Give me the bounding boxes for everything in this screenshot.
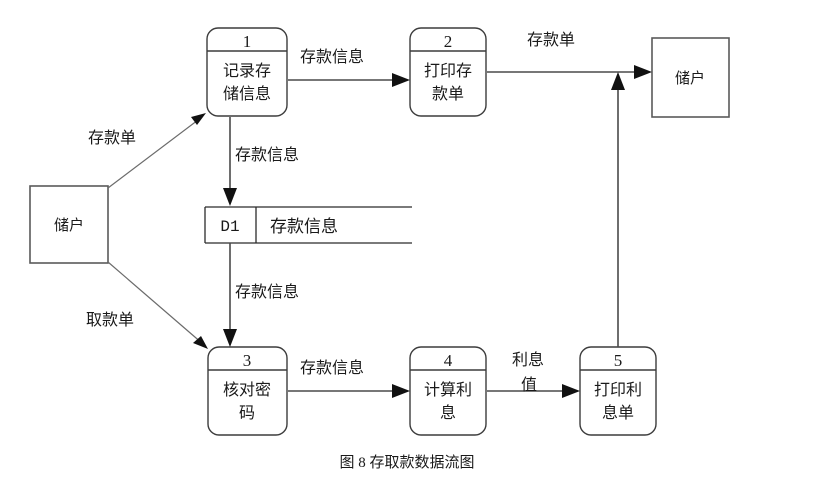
process-5-label-line2: 息单 — [602, 404, 634, 422]
flow-deposit-info-3-4-label: 存款信息 — [300, 359, 364, 377]
flow-interest-value-arrowhead — [562, 384, 580, 398]
flow-deposit-info-d1-3: 存款信息 — [223, 243, 299, 347]
datastore-d1-name: 存款信息 — [270, 217, 338, 236]
flow-deposit-info-1-2-arrowhead — [392, 73, 410, 87]
entity-depositor-right: 储户 — [651, 37, 730, 118]
flow-deposit-slip-in: 存款单 — [88, 113, 206, 189]
process-4-number: 4 — [444, 351, 453, 370]
process-5-number: 5 — [614, 351, 623, 370]
entity-depositor-left: 储户 — [29, 185, 109, 264]
process-1-label-line1: 记录存 — [223, 62, 271, 80]
flow-deposit-info-3-4: 存款信息 — [288, 359, 410, 398]
process-4-label-line2: 息 — [440, 404, 456, 422]
flow-withdraw-slip-in-line — [107, 261, 204, 345]
datastore-d1: D1 存款信息 — [204, 206, 412, 244]
process-2-label-line1: 打印存 — [424, 62, 472, 80]
flow-withdraw-slip-in-arrowhead — [193, 336, 208, 349]
flow-deposit-slip-out-arrowhead — [634, 65, 652, 79]
process-3-label-line2: 码 — [239, 404, 255, 422]
process-3-label-line1: 核对密 — [223, 381, 271, 399]
process-2-box — [409, 27, 487, 117]
process-3-number: 3 — [243, 351, 252, 370]
flow-deposit-info-1-d1-arrowhead — [223, 188, 237, 206]
flow-deposit-slip-in-line — [107, 116, 203, 189]
flow-interest-slip-out-arrowhead — [611, 72, 625, 90]
process-1-box — [206, 27, 288, 117]
flow-deposit-slip-in-label: 存款单 — [88, 129, 136, 147]
flow-interest-value: 利息 值 — [487, 351, 580, 398]
flow-deposit-slip-in-arrowhead — [191, 113, 206, 125]
flow-interest-slip-out — [611, 72, 625, 347]
datastore-d1-id: D1 — [220, 218, 239, 236]
flow-deposit-info-1-d1: 存款信息 — [223, 117, 299, 206]
entity-depositor-right-box — [651, 37, 730, 118]
process-3-box — [207, 346, 288, 436]
process-2-label-line2: 款单 — [432, 85, 464, 103]
process-1-number: 1 — [243, 32, 252, 51]
entity-depositor-left-label: 储户 — [54, 217, 84, 234]
process-5: 5 打印利 息单 — [579, 346, 657, 436]
flow-withdraw-slip-in-label: 取款单 — [86, 311, 134, 329]
flow-deposit-slip-out-label: 存款单 — [527, 31, 575, 49]
flow-deposit-info-3-4-arrowhead — [392, 384, 410, 398]
process-5-label-line1: 打印利 — [594, 381, 642, 399]
flow-deposit-info-d1-3-label: 存款信息 — [235, 283, 299, 301]
flow-deposit-info-1-2: 存款信息 — [288, 48, 410, 87]
figure-caption: 图 8 存取款数据流图 — [339, 454, 474, 471]
process-1-label-line2: 储信息 — [223, 85, 271, 103]
entity-depositor-left-box — [29, 185, 109, 264]
flow-interest-value-label-line2: 值 — [521, 376, 537, 394]
process-1: 1 记录存 储信息 — [206, 27, 288, 117]
process-2-number: 2 — [444, 32, 453, 51]
flow-deposit-slip-out: 存款单 — [487, 31, 652, 79]
flow-deposit-info-d1-3-arrowhead — [223, 329, 237, 347]
process-4-label-line1: 计算利 — [424, 380, 472, 399]
flow-withdraw-slip-in: 取款单 — [86, 261, 208, 349]
process-2: 2 打印存 款单 — [409, 27, 487, 117]
flow-interest-value-label-line1: 利息 — [512, 351, 544, 369]
process-4: 4 计算利 息 — [409, 346, 487, 436]
flow-deposit-info-1-d1-label: 存款信息 — [235, 146, 299, 164]
process-3: 3 核对密 码 — [207, 346, 288, 436]
entity-depositor-right-label: 储户 — [675, 70, 705, 87]
flow-deposit-info-1-2-label: 存款信息 — [300, 48, 364, 66]
